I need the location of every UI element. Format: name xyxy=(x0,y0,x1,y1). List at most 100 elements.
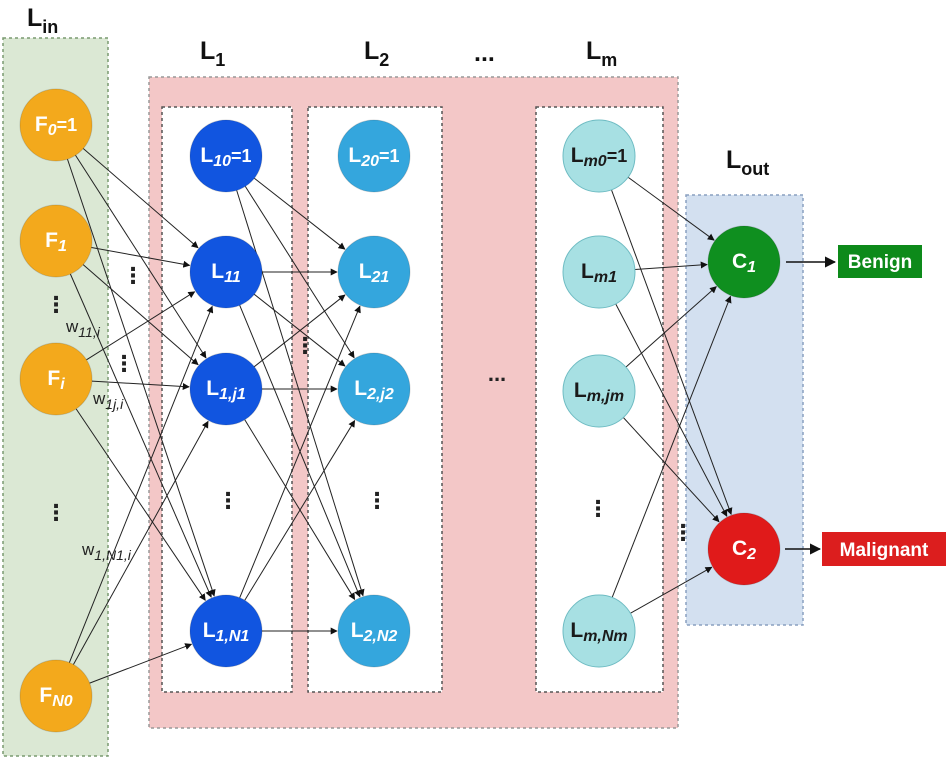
node-l1j1: L1,j1 xyxy=(189,352,263,426)
weight-label-w1n1i: w1,N1,i xyxy=(81,540,132,563)
node-l2n2: L2,N2 xyxy=(337,594,411,668)
layer-gap-dots: ... xyxy=(474,39,495,67)
node-label-lm0: Lm0=1 xyxy=(571,144,627,170)
node-c1: C1 xyxy=(707,225,781,299)
node-circle-f1 xyxy=(19,204,93,278)
edge-ellipsis-4: ⋮ xyxy=(672,520,694,545)
node-circle-l21 xyxy=(337,235,411,309)
edge-f1-l1n1 xyxy=(69,273,212,598)
layer-1-ellipsis: ⋮ xyxy=(217,488,239,513)
node-circle-l1n1 xyxy=(189,594,263,668)
edge-fn0-l1j1 xyxy=(73,420,209,665)
edge-fn0-l11 xyxy=(68,305,214,663)
node-label-l2n2: L2,N2 xyxy=(351,619,398,645)
edge-lmnm-c2 xyxy=(630,566,713,614)
input-ellipsis-2: ⋮ xyxy=(45,500,67,525)
edge-fi-l1j1 xyxy=(91,380,190,390)
layer-m-title: Lm xyxy=(586,37,617,70)
node-fi: Fi xyxy=(19,342,93,416)
edge-f0-l11 xyxy=(82,148,199,249)
weight-label-w1ji: w1j,i xyxy=(92,389,124,412)
input-ellipsis-1: ⋮ xyxy=(45,292,67,317)
node-label-l21: L21 xyxy=(359,260,390,286)
node-circle-l10 xyxy=(189,119,263,193)
node-label-l1n1: L1,N1 xyxy=(203,619,250,645)
node-circle-l20 xyxy=(337,119,411,193)
node-f0: F0=1 xyxy=(19,88,93,162)
edge-l1n1-l2j2 xyxy=(244,419,356,601)
layer-1-title: L1 xyxy=(200,37,225,70)
edge-lmjm-c2 xyxy=(622,417,720,523)
node-label-c1: C1 xyxy=(732,250,756,276)
node-circle-lm0 xyxy=(562,119,636,193)
edge-ellipsis-2: ⋮ xyxy=(113,351,135,376)
node-circle-c2 xyxy=(707,512,781,586)
edge-lm1-c1 xyxy=(634,261,708,271)
edge-lmnm-c1 xyxy=(611,295,732,598)
edge-fn0-l1n1 xyxy=(89,643,193,684)
output-layer-title: Lout xyxy=(726,146,769,179)
node-circle-lm1 xyxy=(562,235,636,309)
layer-2-title: L2 xyxy=(364,37,389,70)
node-l21: L21 xyxy=(337,235,411,309)
node-circle-fn0 xyxy=(19,659,93,733)
node-circle-l11 xyxy=(189,235,263,309)
node-label-l11: L11 xyxy=(211,260,241,286)
node-circle-lmjm xyxy=(562,354,636,428)
node-lm0: Lm0=1 xyxy=(562,119,636,193)
edge-l1j1-l21 xyxy=(253,294,346,368)
edge-l1n1-l21 xyxy=(239,305,361,598)
node-label-l20: L20=1 xyxy=(348,144,399,170)
edge-ellipsis-1: ⋮ xyxy=(122,263,144,288)
edge-f1-l11 xyxy=(91,246,191,268)
benign-label: Benign xyxy=(848,252,912,273)
node-label-lm1: Lm1 xyxy=(581,260,617,286)
node-label-lmjm: Lm,jm xyxy=(574,379,624,405)
edge-fi-l1n1 xyxy=(75,408,206,601)
node-label-f1: F1 xyxy=(45,229,67,255)
node-label-c2: C2 xyxy=(732,537,756,563)
node-circle-f0 xyxy=(19,88,93,162)
malignant-label: Malignant xyxy=(840,540,929,561)
benign-box xyxy=(838,245,922,278)
layer-m-ellipsis: ⋮ xyxy=(587,496,609,521)
node-lmnm: Lm,Nm xyxy=(562,594,636,668)
node-label-fi: Fi xyxy=(47,367,65,393)
node-fn0: FN0 xyxy=(19,659,93,733)
edge-lm1-c2 xyxy=(615,303,728,517)
edge-ellipsis-3: ⋮ xyxy=(294,333,316,358)
edge-l10-l21 xyxy=(254,177,346,250)
node-circle-fi xyxy=(19,342,93,416)
node-f1: F1 xyxy=(19,204,93,278)
node-label-l10: L10=1 xyxy=(200,144,251,170)
node-lmjm: Lm,jm xyxy=(562,354,636,428)
node-circle-l1j1 xyxy=(189,352,263,426)
edge-fi-l11 xyxy=(86,291,196,361)
node-label-fn0: FN0 xyxy=(39,684,72,710)
node-label-lmnm: Lm,Nm xyxy=(570,619,627,645)
edge-lmjm-c1 xyxy=(625,286,717,368)
node-lm1: Lm1 xyxy=(562,235,636,309)
edge-f1-l1j1 xyxy=(82,264,199,366)
node-circle-l2j2 xyxy=(337,352,411,426)
edge-lm0-c2 xyxy=(610,189,733,515)
hidden-gap-dots: ... xyxy=(488,361,506,386)
node-label-l1j1: L1,j1 xyxy=(206,377,246,403)
node-l2j2: L2,j2 xyxy=(337,352,411,426)
node-c2: C2 xyxy=(707,512,781,586)
node-l20: L20=1 xyxy=(337,119,411,193)
node-circle-lmnm xyxy=(562,594,636,668)
edge-lm0-c1 xyxy=(627,176,715,241)
node-l11: L11 xyxy=(189,235,263,309)
node-label-l2j2: L2,j2 xyxy=(354,377,394,403)
layer-2-ellipsis: ⋮ xyxy=(366,488,388,513)
malignant-box xyxy=(822,532,946,566)
edge-f0-l1n1 xyxy=(66,158,216,597)
input-layer-title: Lin xyxy=(27,4,58,37)
weight-label-w11i: w11,i xyxy=(65,317,101,340)
node-l1n1: L1,N1 xyxy=(189,594,263,668)
connection-edges xyxy=(66,148,733,684)
node-circle-c1 xyxy=(707,225,781,299)
